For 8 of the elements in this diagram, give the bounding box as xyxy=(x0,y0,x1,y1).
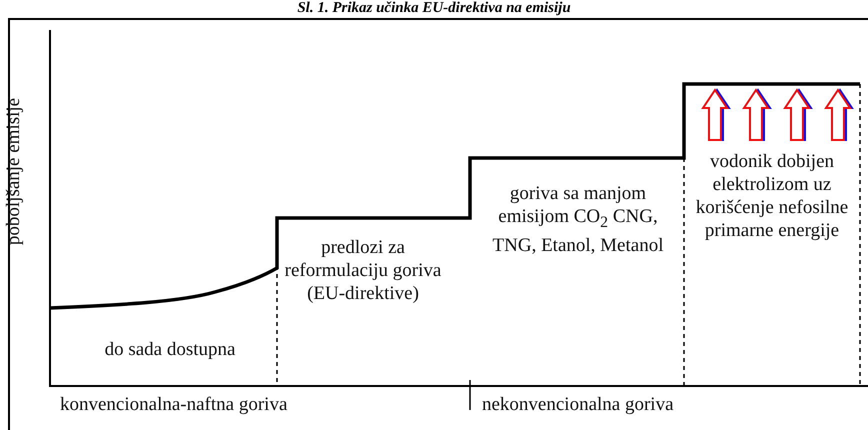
axis-group-label: nekonvencionalna goriva xyxy=(482,393,675,416)
axis-label: poboljšanje emisije xyxy=(2,98,26,246)
axis-group-label: konvencionalna-naftna goriva xyxy=(60,393,288,416)
region-label: vodonik dobijen elektrolizom uz korišćenje nefosilne primarne energije xyxy=(694,150,850,242)
region-label: do sada dostupna xyxy=(104,338,236,361)
figure-title: Sl. 1. Prikaz učinka EU-direktiva na emisiju xyxy=(296,0,572,17)
region-label: goriva sa manjom emisijom CO$_{2}$ CNG, TNG, Etanol, Metanol xyxy=(492,182,664,257)
region-label: predlozi za reformulaciju goriva (EU-direktive) xyxy=(284,236,442,305)
